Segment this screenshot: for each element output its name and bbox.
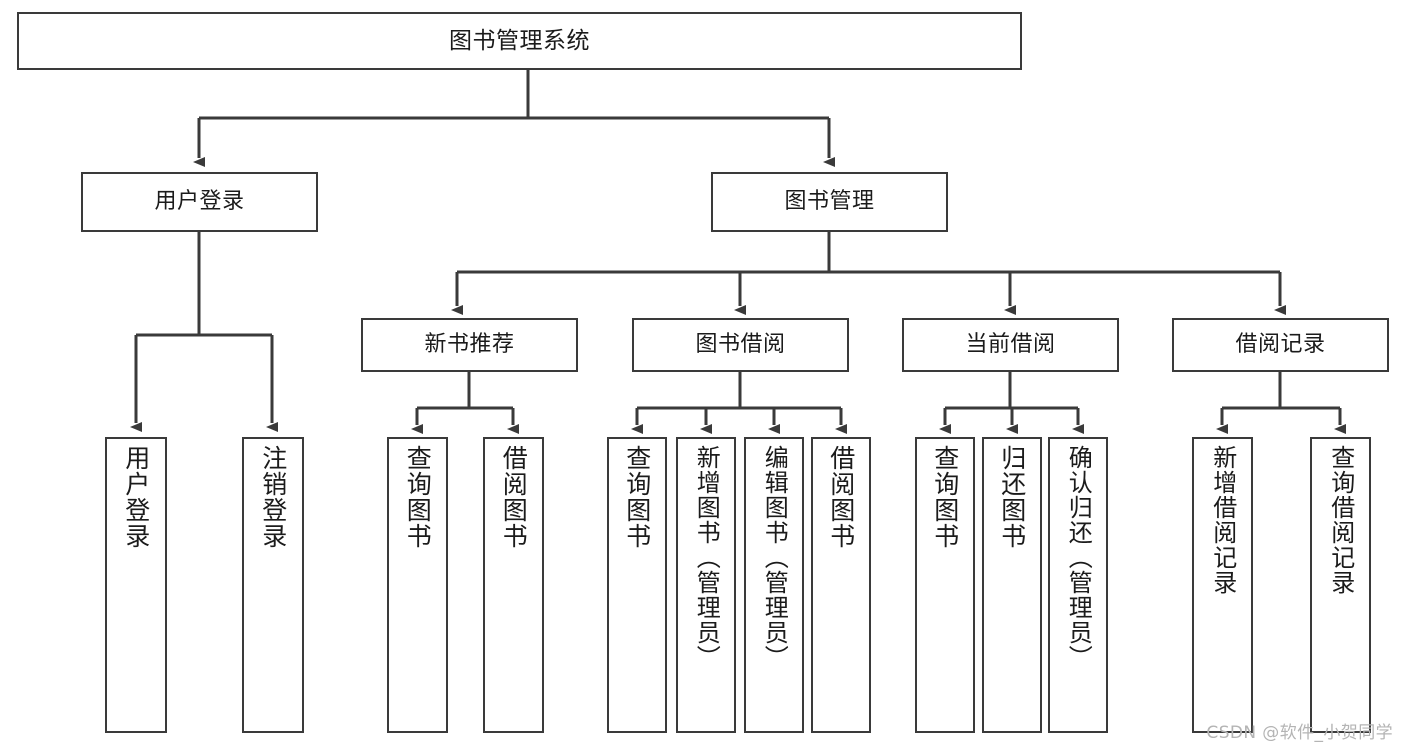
- node-current-borrow-label: 当前借阅: [965, 332, 1056, 358]
- node-book-borrow[interactable]: 图书借阅: [632, 318, 849, 372]
- node-leaf-borrow-query-book-label: 查询图书: [622, 445, 652, 549]
- node-leaf-current-query-book-label: 查询图书: [930, 445, 960, 549]
- node-leaf-recommend-borrow-book-label: 借阅图书: [499, 445, 529, 549]
- node-leaf-current-confirm-return[interactable]: 确认归还（管理员）: [1048, 437, 1108, 733]
- node-leaf-borrow-edit-book-label: 编辑图书（管理员）: [760, 445, 789, 670]
- node-leaf-recommend-borrow-book[interactable]: 借阅图书: [483, 437, 544, 733]
- node-new-book-recommend-label: 新书推荐: [424, 332, 515, 358]
- node-book-borrow-label: 图书借阅: [695, 332, 786, 358]
- node-leaf-borrow-edit-book[interactable]: 编辑图书（管理员）: [744, 437, 804, 733]
- node-borrow-record[interactable]: 借阅记录: [1172, 318, 1389, 372]
- node-user-login-label: 用户登录: [154, 189, 245, 215]
- node-leaf-record-query[interactable]: 查询借阅记录: [1310, 437, 1371, 733]
- node-borrow-record-label: 借阅记录: [1235, 332, 1326, 358]
- node-leaf-borrow-add-book-label: 新增图书（管理员）: [692, 445, 721, 670]
- node-leaf-record-add[interactable]: 新增借阅记录: [1192, 437, 1253, 733]
- node-leaf-record-query-label: 查询借阅记录: [1326, 445, 1355, 595]
- node-leaf-recommend-query-book-label: 查询图书: [403, 445, 433, 549]
- node-leaf-record-add-label: 新增借阅记录: [1208, 445, 1237, 595]
- node-leaf-borrow-query-book[interactable]: 查询图书: [607, 437, 667, 733]
- node-new-book-recommend[interactable]: 新书推荐: [361, 318, 578, 372]
- node-leaf-recommend-query-book[interactable]: 查询图书: [387, 437, 448, 733]
- node-leaf-logout[interactable]: 注销登录: [242, 437, 304, 733]
- node-leaf-current-query-book[interactable]: 查询图书: [915, 437, 975, 733]
- node-leaf-current-confirm-return-label: 确认归还（管理员）: [1064, 445, 1093, 670]
- node-leaf-user-login-label: 用户登录: [121, 445, 151, 549]
- node-leaf-borrow-borrow-book-label: 借阅图书: [826, 445, 856, 549]
- node-leaf-borrow-borrow-book[interactable]: 借阅图书: [811, 437, 871, 733]
- node-book-manage-label: 图书管理: [784, 189, 875, 215]
- node-leaf-logout-label: 注销登录: [258, 445, 288, 549]
- node-leaf-borrow-add-book[interactable]: 新增图书（管理员）: [676, 437, 736, 733]
- node-root-label: 图书管理系统: [449, 27, 590, 54]
- node-leaf-current-return-book[interactable]: 归还图书: [982, 437, 1042, 733]
- node-book-manage[interactable]: 图书管理: [711, 172, 948, 232]
- node-leaf-current-return-book-label: 归还图书: [997, 445, 1027, 549]
- node-leaf-user-login[interactable]: 用户登录: [105, 437, 167, 733]
- node-root[interactable]: 图书管理系统: [17, 12, 1022, 70]
- node-user-login[interactable]: 用户登录: [81, 172, 318, 232]
- node-current-borrow[interactable]: 当前借阅: [902, 318, 1119, 372]
